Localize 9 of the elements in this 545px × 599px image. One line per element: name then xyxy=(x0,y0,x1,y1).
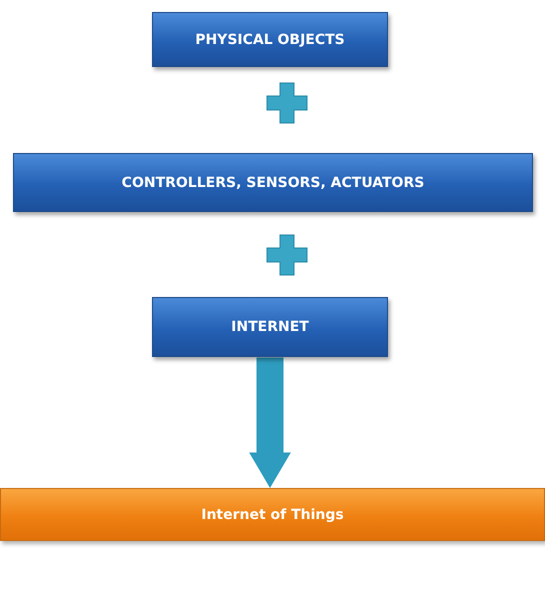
box-label: PHYSICAL OBJECTS xyxy=(195,32,345,48)
process-box xyxy=(152,12,388,67)
box-label: Internet of Things xyxy=(201,506,344,522)
box-label: CONTROLLERS, SENSORS, ACTUATORS xyxy=(122,174,424,190)
box-label: INTERNET xyxy=(231,319,309,335)
arrow xyxy=(249,358,291,488)
process-box xyxy=(152,297,388,357)
result-box xyxy=(0,488,545,541)
process-box xyxy=(13,153,533,212)
